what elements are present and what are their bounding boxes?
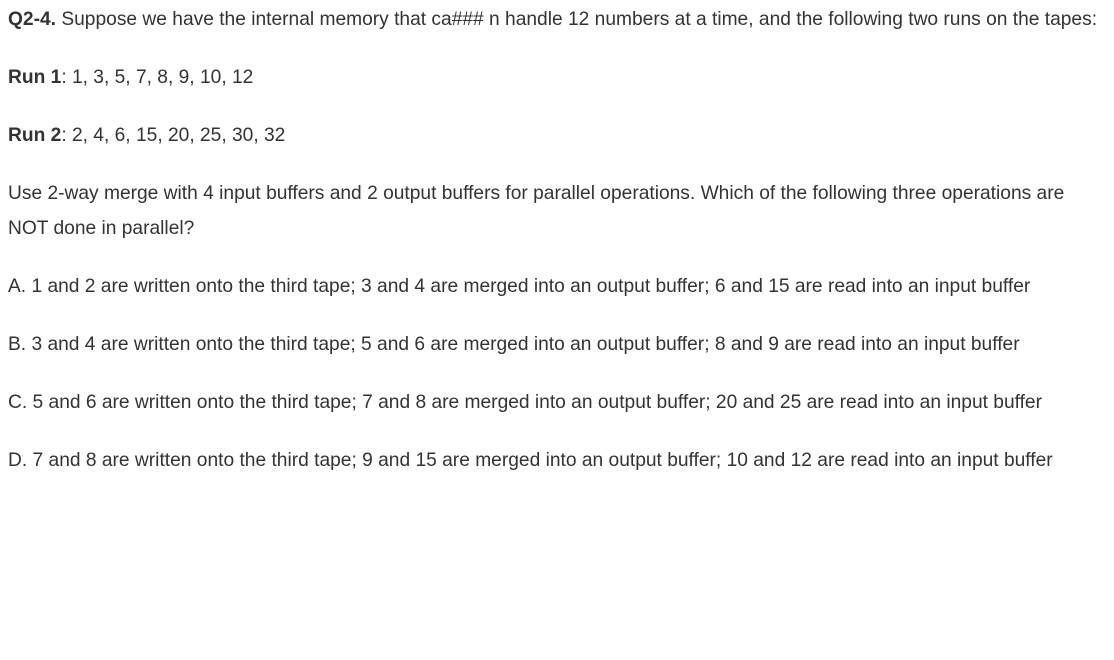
question-document: Q2-4. Suppose we have the internal memor…: [8, 2, 1108, 471]
question-stem: Q2-4. Suppose we have the internal memor…: [8, 2, 1108, 37]
run-1-label: Run 1: [8, 67, 62, 88]
question-prompt: Use 2-way merge with 4 input buffers and…: [8, 183, 1065, 239]
run-1: Run 1: 1, 3, 5, 7, 8, 9, 10, 12: [8, 60, 1108, 95]
run-1-values: : 1, 3, 5, 7, 8, 9, 10, 12: [61, 67, 254, 88]
run-2-label: Run 2: [8, 125, 62, 146]
question-text: Suppose we have the internal memory that…: [56, 9, 1098, 30]
option-b: B. 3 and 4 are written onto the third ta…: [8, 334, 1020, 355]
run-2-values: : 2, 4, 6, 15, 20, 25, 30, 32: [61, 125, 286, 146]
option-c: C. 5 and 6 are written onto the third ta…: [8, 392, 1042, 413]
option-d: D. 7 and 8 are written onto the third ta…: [8, 450, 1053, 471]
run-2: Run 2: 2, 4, 6, 15, 20, 25, 30, 32: [8, 118, 1108, 153]
question-label: Q2-4.: [8, 9, 56, 30]
option-a: A. 1 and 2 are written onto the third ta…: [8, 276, 1031, 297]
